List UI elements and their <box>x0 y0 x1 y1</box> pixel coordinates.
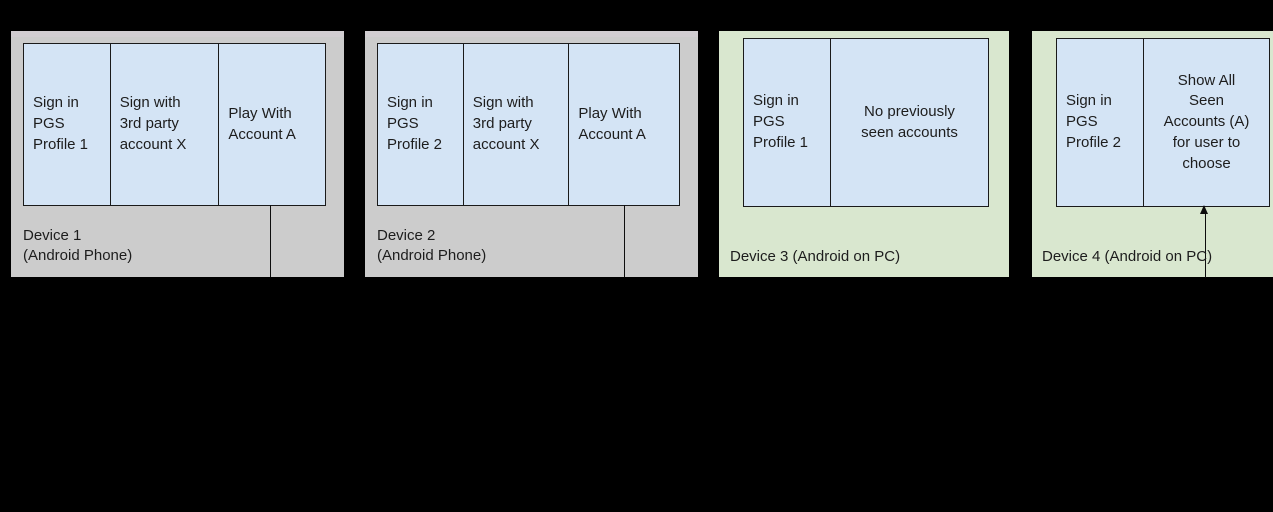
device-2-box-row: Sign in PGS Profile 2 Sign with 3rd part… <box>377 43 680 206</box>
device-3-box-2[interactable]: No previously seen accounts <box>830 38 989 207</box>
device-4-box-1[interactable]: Sign in PGS Profile 2 <box>1056 38 1144 207</box>
device-1-box-2[interactable]: Sign with 3rd party account X <box>109 43 220 206</box>
device-3-box-1[interactable]: Sign in PGS Profile 1 <box>743 38 831 207</box>
device-1-connector-line <box>270 205 271 277</box>
device-4-box-row: Sign in PGS Profile 2 Show All Seen Acco… <box>1056 38 1270 207</box>
device-4-arrow-shaft <box>1205 212 1206 278</box>
device-1-box-1[interactable]: Sign in PGS Profile 1 <box>23 43 111 206</box>
device-4-arrow-head-icon <box>1200 205 1208 214</box>
device-3-box-row: Sign in PGS Profile 1 No previously seen… <box>743 38 989 207</box>
device-4-label: Device 4 (Android on PC) <box>1042 248 1213 265</box>
device-2-connector-line <box>624 205 625 277</box>
device-4-box-2[interactable]: Show All Seen Accounts (A) for user to c… <box>1143 38 1270 207</box>
device-2-label: Device 2 (Android Phone) <box>377 227 487 265</box>
device-1-box-3[interactable]: Play With Account A <box>218 43 326 206</box>
device-2-box-1[interactable]: Sign in PGS Profile 2 <box>377 43 464 206</box>
device-2-panel-top-band <box>365 31 698 37</box>
device-3-label: Device 3 (Android on PC) <box>730 248 901 265</box>
device-2-box-2[interactable]: Sign with 3rd party account X <box>462 43 570 206</box>
device-1-label: Device 1 (Android Phone) <box>23 227 133 265</box>
device-1-box-row: Sign in PGS Profile 1 Sign with 3rd part… <box>23 43 326 206</box>
device-1-panel-top-band <box>11 31 344 37</box>
device-2-box-3[interactable]: Play With Account A <box>568 43 680 206</box>
